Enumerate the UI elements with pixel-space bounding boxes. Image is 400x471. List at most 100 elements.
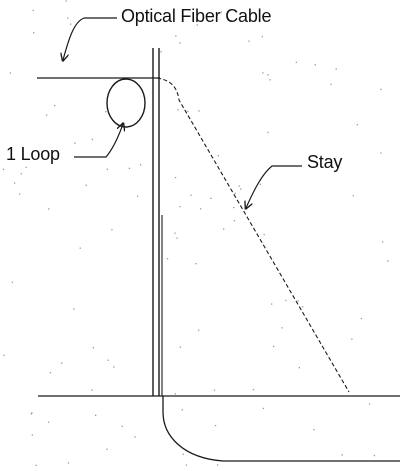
- speckle-dot: [261, 35, 263, 38]
- speckle-dot: [263, 234, 265, 236]
- speckle-dot: [248, 40, 250, 42]
- loop-leader-arrow: [74, 124, 123, 158]
- speckle-dot: [262, 72, 264, 74]
- speckle-dot: [269, 79, 271, 81]
- speckle-dot: [19, 193, 21, 195]
- speckle-dot: [73, 308, 75, 310]
- speckle-dot: [281, 327, 283, 329]
- speckle-dot: [233, 206, 235, 209]
- fiber-cable-underground: [162, 396, 400, 462]
- speckle-dot: [273, 345, 275, 348]
- speckle-dot: [380, 152, 382, 154]
- speckle-dot: [352, 195, 354, 197]
- speckle-dot: [190, 194, 192, 196]
- speckle-dot: [210, 197, 212, 199]
- speckle-dot: [111, 229, 113, 231]
- speckle-dot: [20, 173, 22, 175]
- speckle-dot: [106, 448, 108, 450]
- speckle-dot: [125, 10, 127, 12]
- speckle-dot: [330, 83, 332, 85]
- optical-fiber-cable-label: Optical Fiber Cable: [121, 6, 272, 26]
- speckle-dot: [217, 155, 219, 157]
- speckle-dot: [271, 303, 273, 305]
- speckle-dot: [198, 110, 200, 112]
- speckle-dot: [25, 166, 27, 169]
- speckle-dot: [31, 434, 33, 436]
- speckle-dot: [341, 454, 343, 456]
- speckle-dot: [252, 389, 255, 391]
- speckle-dot: [48, 208, 50, 210]
- speckle-dot: [85, 184, 87, 186]
- speckle-dot: [32, 9, 34, 12]
- speckle-dot: [179, 42, 181, 44]
- speckle-dot: [195, 263, 197, 265]
- speckle-dot: [74, 142, 76, 144]
- cable-loop: [106, 78, 146, 128]
- speckle-dot: [140, 164, 142, 166]
- speckle-dot: [335, 68, 337, 70]
- speckle-dot: [70, 23, 72, 25]
- speckle-dot: [297, 300, 299, 302]
- stay-leader-arrow: [246, 165, 302, 208]
- speckle-dot: [213, 389, 216, 391]
- speckle-dot: [33, 32, 35, 34]
- speckle-dot: [381, 241, 384, 243]
- speckle-dot: [160, 51, 162, 53]
- speckle-dot: [298, 367, 300, 369]
- speckle-dot: [179, 206, 181, 208]
- speckle-dot: [267, 131, 269, 133]
- speckle-dot: [137, 195, 139, 197]
- speckle-dot: [181, 409, 183, 411]
- speckle-dot: [107, 359, 109, 361]
- speckle-dot: [67, 462, 70, 464]
- speckle-dot: [360, 317, 362, 320]
- speckle-dot: [35, 464, 37, 466]
- speckle-dot: [220, 11, 222, 13]
- speckle-dot: [61, 362, 63, 364]
- speckle-dot: [238, 185, 240, 187]
- speckle-dot: [128, 167, 131, 169]
- speckle-dot: [314, 64, 316, 66]
- stay-wire: [156, 77, 350, 393]
- speckle-dot: [285, 299, 287, 302]
- speckle-dot: [196, 24, 198, 26]
- speckle-dot: [313, 429, 315, 431]
- speckle-dot: [356, 124, 358, 126]
- speckle-dot: [267, 74, 269, 76]
- speckle-dot: [11, 281, 13, 283]
- speckle-dot: [91, 389, 93, 391]
- speckle-dot: [9, 72, 11, 74]
- speckle-dot: [47, 421, 50, 423]
- speckle-dot: [234, 192, 236, 194]
- speckle-dot: [49, 372, 52, 374]
- speckle-dot: [91, 138, 93, 141]
- speckle-dot: [199, 208, 202, 210]
- speckle-dot: [175, 35, 177, 37]
- background-speckles: [2, 0, 389, 466]
- speckle-dot: [105, 111, 107, 113]
- speckle-dot: [95, 414, 97, 416]
- speckle-dot: [351, 338, 353, 340]
- speckle-dot: [67, 17, 69, 19]
- speckle-dot: [106, 168, 108, 170]
- loop-label: 1 Loop: [6, 144, 60, 164]
- speckle-dot: [368, 403, 371, 405]
- speckle-dot: [214, 424, 217, 427]
- speckle-dot: [179, 346, 181, 348]
- speckle-dot: [174, 176, 177, 179]
- speckle-dot: [233, 220, 236, 222]
- speckle-dot: [2, 168, 5, 170]
- cable-leader-arrow: [63, 17, 117, 60]
- speckle-dot: [54, 105, 56, 107]
- speckle-dot: [262, 407, 265, 410]
- speckle-dot: [198, 329, 200, 331]
- speckle-dot: [30, 413, 32, 415]
- stay-label: Stay: [307, 152, 343, 172]
- speckle-dot: [259, 183, 261, 185]
- speckle-dot: [176, 237, 178, 239]
- speckle-dot: [216, 464, 219, 466]
- speckle-dot: [177, 109, 179, 111]
- speckle-dot: [121, 425, 123, 427]
- speckle-dot: [295, 61, 297, 64]
- speckle-dot: [134, 436, 136, 438]
